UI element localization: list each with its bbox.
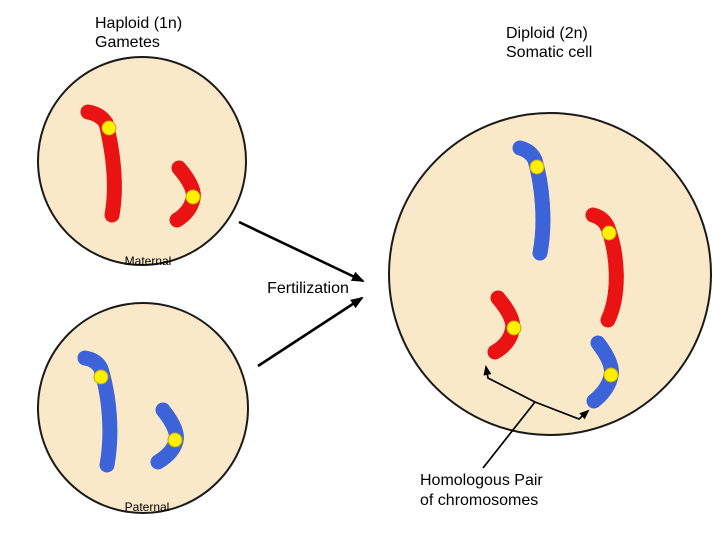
homologous-pair-label-line2: of chromosomes [420,492,538,509]
paternal-cell-label: Paternal [125,500,170,514]
centromere [167,432,183,448]
diploid-somatic-cell [388,112,712,436]
annotation-leader-line [482,401,536,469]
diploid-title-line2: Somatic cell [506,44,592,61]
centromere [93,369,109,385]
annotation-arrow-to-blue-chromosome [534,401,590,420]
fertilization-arrows: Fertilization [238,220,365,368]
haploid-title-line2: Gametes [95,34,160,51]
paternal-cell-membrane [37,302,249,514]
diploid-paternal-chromosome-long [512,140,551,261]
annotation-arrow-to-red-chromosome [483,365,536,403]
centromere [185,189,201,205]
diploid-maternal-chromosome-short [487,290,522,360]
maternal-chromosome-short [169,160,201,228]
chromosome-arm [77,350,118,473]
centromere [603,367,619,383]
paternal-chromosome-long [77,350,118,473]
fertilization-arrow-bottom [257,296,364,368]
haploid-title: Haploid (1n) Gametes [95,15,182,51]
paternal-gamete-cell: Paternal [37,302,249,514]
diploid-title-line1: Diploid (2n) [506,25,588,42]
somatic-cell-membrane [388,112,712,436]
homologous-pair-label-line1: Homologous Pair [420,472,543,489]
homologous-pair-annotation: Homologous Pair of chromosomes [420,365,590,509]
diploid-maternal-chromosome-long [585,207,624,328]
centromere [601,225,617,241]
haploid-title-line1: Haploid (1n) [95,15,182,32]
centromere [529,159,545,175]
diploid-paternal-chromosome-short [586,335,619,409]
maternal-chromosome-long [80,104,122,223]
fertilization-arrow-top [238,220,365,283]
centromere [506,320,522,336]
maternal-gamete-cell: Maternal [37,56,247,268]
maternal-cell-label: Maternal [125,254,172,268]
centromere [101,120,117,136]
maternal-cell-membrane [37,56,247,266]
fertilization-label: Fertilization [267,280,349,297]
diploid-title: Diploid (2n) Somatic cell [506,25,592,61]
paternal-chromosome-short [150,402,184,470]
